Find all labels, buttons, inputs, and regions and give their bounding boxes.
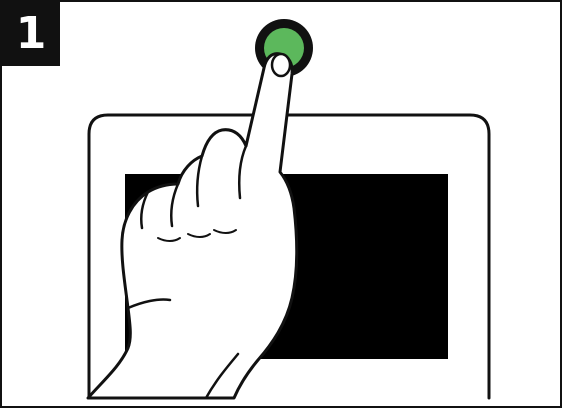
pointing-hand-icon	[86, 52, 299, 400]
step-number: 1	[15, 8, 47, 59]
step-number-badge: 1	[2, 2, 60, 66]
